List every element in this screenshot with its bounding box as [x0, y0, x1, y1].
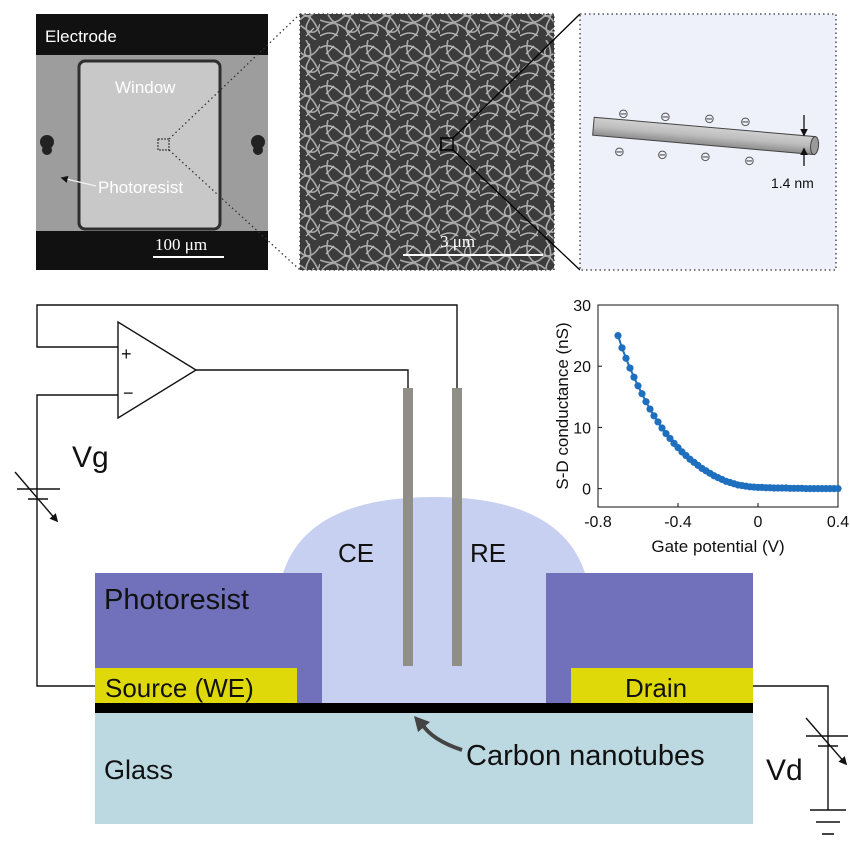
surface-charges: ⊖ ⊖ ⊖ ⊖ ⊖ ⊖ ⊖ ⊖: [614, 106, 755, 168]
re-wire: [36, 304, 458, 388]
source-electrode: [95, 668, 297, 703]
charge-icon: ⊖: [740, 114, 751, 129]
conductance-data-point: [626, 364, 634, 372]
vd-label: Vd: [766, 754, 803, 787]
glass-label: Glass: [104, 755, 173, 785]
charge-icon: ⊖: [744, 153, 755, 168]
micrograph-photoresist-label: Photoresist: [98, 178, 183, 197]
conductance-data-point: [634, 382, 642, 390]
op-amp-minus-label: −: [123, 383, 134, 403]
photoresist-pointer-arrow: [60, 175, 97, 187]
glass-substrate: [95, 713, 753, 824]
y-tick-label: 0: [582, 482, 591, 499]
op-amp-plus-label: +: [121, 344, 132, 364]
chart-y-axis-label: S-D conductance (nS): [553, 322, 572, 489]
chart-x-axis-label: Gate potential (V): [651, 537, 784, 556]
ce-label: CE: [338, 538, 374, 568]
conductance-data-point: [630, 373, 638, 381]
circuit-wiring: [36, 304, 829, 810]
charge-icon: ⊖: [657, 147, 668, 162]
conductance-data-point: [642, 398, 650, 406]
op-amp-symbol: [117, 320, 198, 420]
sem-scale-label: 3 μm: [440, 232, 475, 251]
chart-plot-area: [597, 304, 839, 508]
charge-icon: ⊖: [618, 106, 629, 121]
zoom-connectors: [168, 13, 301, 271]
nanotube-rod: [592, 116, 820, 156]
x-tick-label: -0.4: [664, 514, 692, 531]
conductance-data-point: [654, 418, 662, 426]
electrolyte-well: [278, 573, 590, 703]
alignment-mark-right: [251, 135, 265, 155]
conductance-data-point: [622, 354, 630, 362]
sem-zoom-marker: [440, 137, 454, 151]
chart-ticks: -0.8 -0.4 0 0.4 0 10 20 30: [573, 298, 849, 531]
conductance-data-point: [834, 485, 842, 493]
conductance-data-point: [658, 424, 666, 432]
alignment-mark-left: [40, 135, 54, 155]
conductance-data-point: [666, 434, 674, 443]
electrode-label: Electrode: [45, 27, 117, 46]
charge-icon: ⊖: [700, 149, 711, 164]
nanotubes-label: Carbon nanotubes: [466, 740, 705, 772]
reference-electrode-rod: [452, 388, 462, 666]
sem-connector-bottom: [452, 149, 581, 271]
micrograph-scale-label: 100 μm: [155, 235, 207, 254]
ground-icon: [810, 809, 846, 835]
photoresist-label: Photoresist: [104, 584, 249, 616]
charge-icon: ⊖: [704, 111, 715, 126]
diameter-label: 1.4 nm: [771, 175, 814, 191]
drain-electrode: [571, 668, 753, 703]
sem-connector-top: [452, 13, 581, 139]
charge-icon: ⊖: [614, 144, 625, 159]
nanotube-schematic-panel: ⊖ ⊖ ⊖ ⊖ ⊖ ⊖ ⊖ ⊖ 1.4 nm: [579, 13, 837, 271]
vg-source-icon: [14, 471, 60, 523]
drain-label: Drain: [625, 673, 687, 703]
drain-wire: [753, 685, 829, 810]
conductance-data-point: [662, 429, 670, 438]
conductance-data-point: [618, 344, 626, 352]
optical-micrograph-panel: Electrode Window Photoresist 100 μm: [36, 14, 268, 270]
window-label: Window: [115, 78, 176, 97]
ce-wire: [196, 369, 409, 388]
y-tick-label: 20: [573, 359, 591, 376]
y-tick-label: 10: [573, 420, 591, 437]
device-schematic: + − Vg Vd CE RE Photoresist Source (WE) …: [14, 304, 848, 835]
vd-source-icon: [805, 717, 848, 766]
x-tick-label: 0.4: [827, 514, 849, 531]
sem-frame: [299, 13, 555, 271]
conductance-data-point: [650, 412, 658, 420]
conductance-chart: -0.8 -0.4 0 0.4 0 10 20 30 Gate potential (V) S…: [553, 298, 849, 556]
sem-image-panel: 3 μm: [299, 13, 581, 271]
chart-series: [614, 332, 842, 493]
x-tick-label: -0.8: [584, 514, 612, 531]
conductance-data-point: [646, 405, 654, 413]
vg-label: Vg: [72, 441, 109, 474]
source-label: Source (WE): [105, 673, 254, 703]
sem-nanotube-network: [300, 14, 554, 270]
counter-electrode-rod: [403, 388, 413, 666]
y-tick-label: 30: [573, 298, 591, 315]
electrolyte-droplet: [278, 497, 590, 596]
charge-icon: ⊖: [660, 109, 671, 124]
gate-wire: [36, 394, 118, 687]
x-tick-label: 0: [754, 514, 763, 531]
conductance-data-point: [638, 390, 646, 398]
conductance-data-point: [614, 332, 622, 340]
nanotube-film: [95, 703, 753, 713]
re-label: RE: [470, 538, 506, 568]
nanotube-pointer-head: [414, 716, 430, 732]
window-region: [77, 59, 222, 231]
zoom-region-marker: [157, 138, 170, 151]
